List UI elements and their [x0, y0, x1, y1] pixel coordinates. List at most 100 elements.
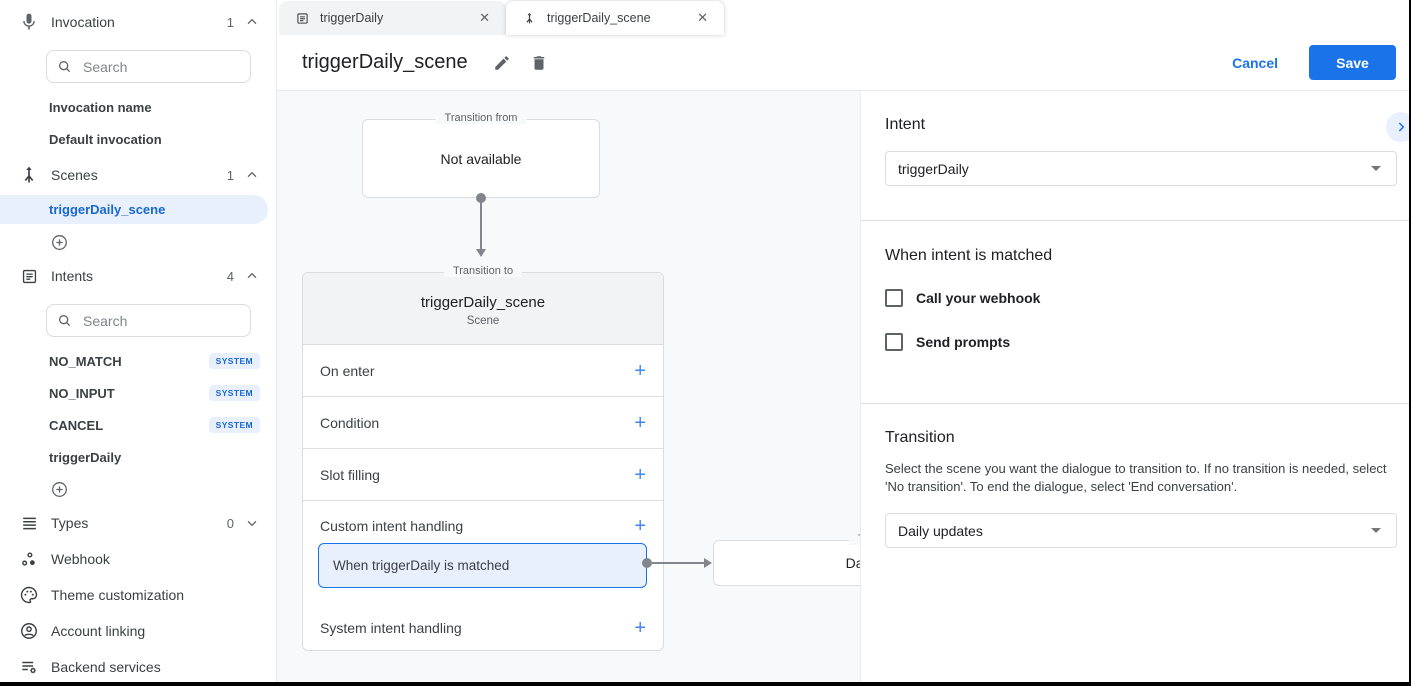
intents-search[interactable]: [46, 304, 251, 337]
add-condition-button[interactable]: +: [634, 411, 646, 434]
section-count: 1: [226, 14, 234, 30]
chevron-down-icon[interactable]: [244, 515, 260, 531]
cancel-button[interactable]: Cancel: [1232, 54, 1278, 71]
row-label: System intent handling: [320, 619, 462, 636]
add-on-enter-button[interactable]: +: [634, 359, 646, 382]
connector-dot: [642, 558, 652, 568]
sidebar-section-intents[interactable]: Intents 4: [0, 258, 276, 294]
system-badge: SYSTEM: [208, 353, 260, 369]
sidebar-item-no-input[interactable]: NO_INPUT SYSTEM: [0, 377, 276, 409]
trash-icon[interactable]: [530, 54, 548, 72]
intent-dropdown[interactable]: triggerDaily: [885, 151, 1397, 186]
close-icon[interactable]: ✕: [479, 10, 490, 25]
plus-circle-icon: [50, 480, 69, 499]
sidebar-item-triggerdaily-scene[interactable]: triggerDaily_scene: [0, 195, 268, 224]
link-label: Backend services: [51, 659, 161, 675]
scene-card-header: triggerDaily_scene Scene: [303, 273, 663, 345]
reorder-icon: [19, 513, 39, 533]
checkbox-label: Call your webhook: [916, 290, 1041, 306]
chevron-up-icon[interactable]: [244, 167, 260, 183]
sidebar-item-webhook[interactable]: Webhook: [0, 541, 276, 577]
sidebar-section-types[interactable]: Types 0: [0, 505, 276, 541]
transition-description: Select the scene you want the dialogue t…: [885, 461, 1387, 494]
sidebar: Invocation 1 Invocation name Default inv…: [0, 0, 277, 682]
row-condition: Condition +: [303, 396, 663, 448]
add-intent-button[interactable]: [0, 473, 276, 505]
transition-to-label: Transition to: [443, 265, 523, 277]
link-label: Webhook: [51, 551, 110, 567]
scene-canvas: Transition from Not available Transition…: [277, 91, 860, 682]
link-label: Theme customization: [51, 587, 185, 603]
transition-from-content: Not available: [440, 150, 522, 167]
system-badge: SYSTEM: [208, 385, 260, 401]
call-webhook-row[interactable]: Call your webhook: [885, 289, 1395, 307]
call-webhook-checkbox[interactable]: [885, 289, 903, 307]
tab-triggerdaily-scene[interactable]: triggerDaily_scene ✕: [506, 1, 724, 35]
search-input[interactable]: [83, 312, 223, 329]
sidebar-item-backend-services[interactable]: Backend services: [0, 649, 276, 682]
when-matched-title: When intent is matched: [885, 247, 1053, 264]
tab-label: triggerDaily_scene: [547, 11, 651, 25]
chevron-up-icon[interactable]: [244, 14, 260, 30]
page-title: triggerDaily_scene: [302, 51, 468, 73]
chevron-up-icon[interactable]: [244, 268, 260, 284]
transition-dropdown-value: Daily updates: [898, 522, 983, 539]
add-custom-intent-button[interactable]: +: [634, 515, 646, 537]
collapse-panel-button[interactable]: [1386, 112, 1409, 142]
section-count: 4: [226, 268, 234, 284]
transition-from-card: Transition from Not available: [362, 112, 600, 198]
scene-card-title: triggerDaily_scene: [420, 294, 546, 311]
close-icon[interactable]: ✕: [697, 10, 708, 25]
section-label: Intents: [51, 268, 94, 284]
intent-section-title: Intent: [885, 116, 926, 133]
transition-dropdown[interactable]: Daily updates: [885, 513, 1397, 548]
scene-card-subtitle: Scene: [466, 315, 500, 327]
sidebar-item-cancel[interactable]: CANCEL SYSTEM: [0, 409, 276, 441]
target-scene-card[interactable]: Transition to Daily updates: [713, 533, 860, 586]
tab-triggerdaily[interactable]: triggerDaily ✕: [279, 1, 506, 35]
scene-card: Transition to triggerDaily_scene Scene O…: [302, 265, 664, 652]
article-icon: [19, 266, 39, 286]
sidebar-item-account-linking[interactable]: Account linking: [0, 613, 276, 649]
backend-services-icon: [19, 657, 39, 677]
sidebar-item-theme-customization[interactable]: Theme customization: [0, 577, 276, 613]
sidebar-item-invocation-name[interactable]: Invocation name: [49, 99, 152, 115]
row-custom-intent-handling: Custom intent handling + When triggerDai…: [303, 500, 663, 603]
sidebar-section-invocation[interactable]: Invocation 1: [0, 4, 276, 40]
intent-label: CANCEL: [49, 417, 104, 433]
checkbox-label: Send prompts: [916, 334, 1011, 350]
sidebar-item-triggerdaily[interactable]: triggerDaily: [0, 441, 276, 473]
search-icon: [57, 313, 73, 329]
fork-icon: [523, 12, 536, 25]
section-label: Types: [51, 515, 89, 531]
intent-label: triggerDaily: [49, 449, 122, 465]
add-scene-button[interactable]: [0, 226, 276, 258]
send-prompts-checkbox[interactable]: [885, 333, 903, 351]
sidebar-item-default-invocation[interactable]: Default invocation: [49, 131, 162, 147]
when-matched-section: When intent is matched Call your webhook…: [861, 221, 1409, 404]
pencil-icon[interactable]: [493, 54, 511, 72]
transition-section: Transition Select the scene you want the…: [861, 404, 1409, 548]
intent-label: NO_INPUT: [49, 385, 115, 401]
arrow-down-icon: [476, 249, 486, 257]
sidebar-item-no-match[interactable]: NO_MATCH SYSTEM: [0, 345, 276, 377]
send-prompts-row[interactable]: Send prompts: [885, 333, 1395, 351]
custom-intent-item[interactable]: When triggerDaily is matched: [318, 543, 647, 588]
save-button[interactable]: Save: [1309, 45, 1396, 80]
palette-icon: [19, 585, 39, 605]
row-system-intent-handling: System intent handling +: [303, 603, 663, 652]
section-label: Scenes: [51, 167, 98, 183]
system-badge: SYSTEM: [208, 417, 260, 433]
content-area: Transition from Not available Transition…: [277, 91, 1409, 682]
sidebar-section-scenes[interactable]: Scenes 1: [0, 157, 276, 193]
target-scene-content: Daily updates: [845, 555, 860, 571]
invocation-search[interactable]: [46, 50, 251, 83]
search-input[interactable]: [83, 58, 223, 75]
main-area: triggerDaily ✕ triggerDaily_scene ✕ trig…: [277, 0, 1409, 682]
webhook-icon: [19, 549, 39, 569]
article-icon: [296, 12, 309, 25]
intent-section: Intent triggerDaily: [861, 91, 1409, 221]
dropdown-caret-icon: [1371, 528, 1381, 533]
add-system-intent-button[interactable]: +: [634, 616, 646, 639]
add-slot-filling-button[interactable]: +: [634, 463, 646, 486]
